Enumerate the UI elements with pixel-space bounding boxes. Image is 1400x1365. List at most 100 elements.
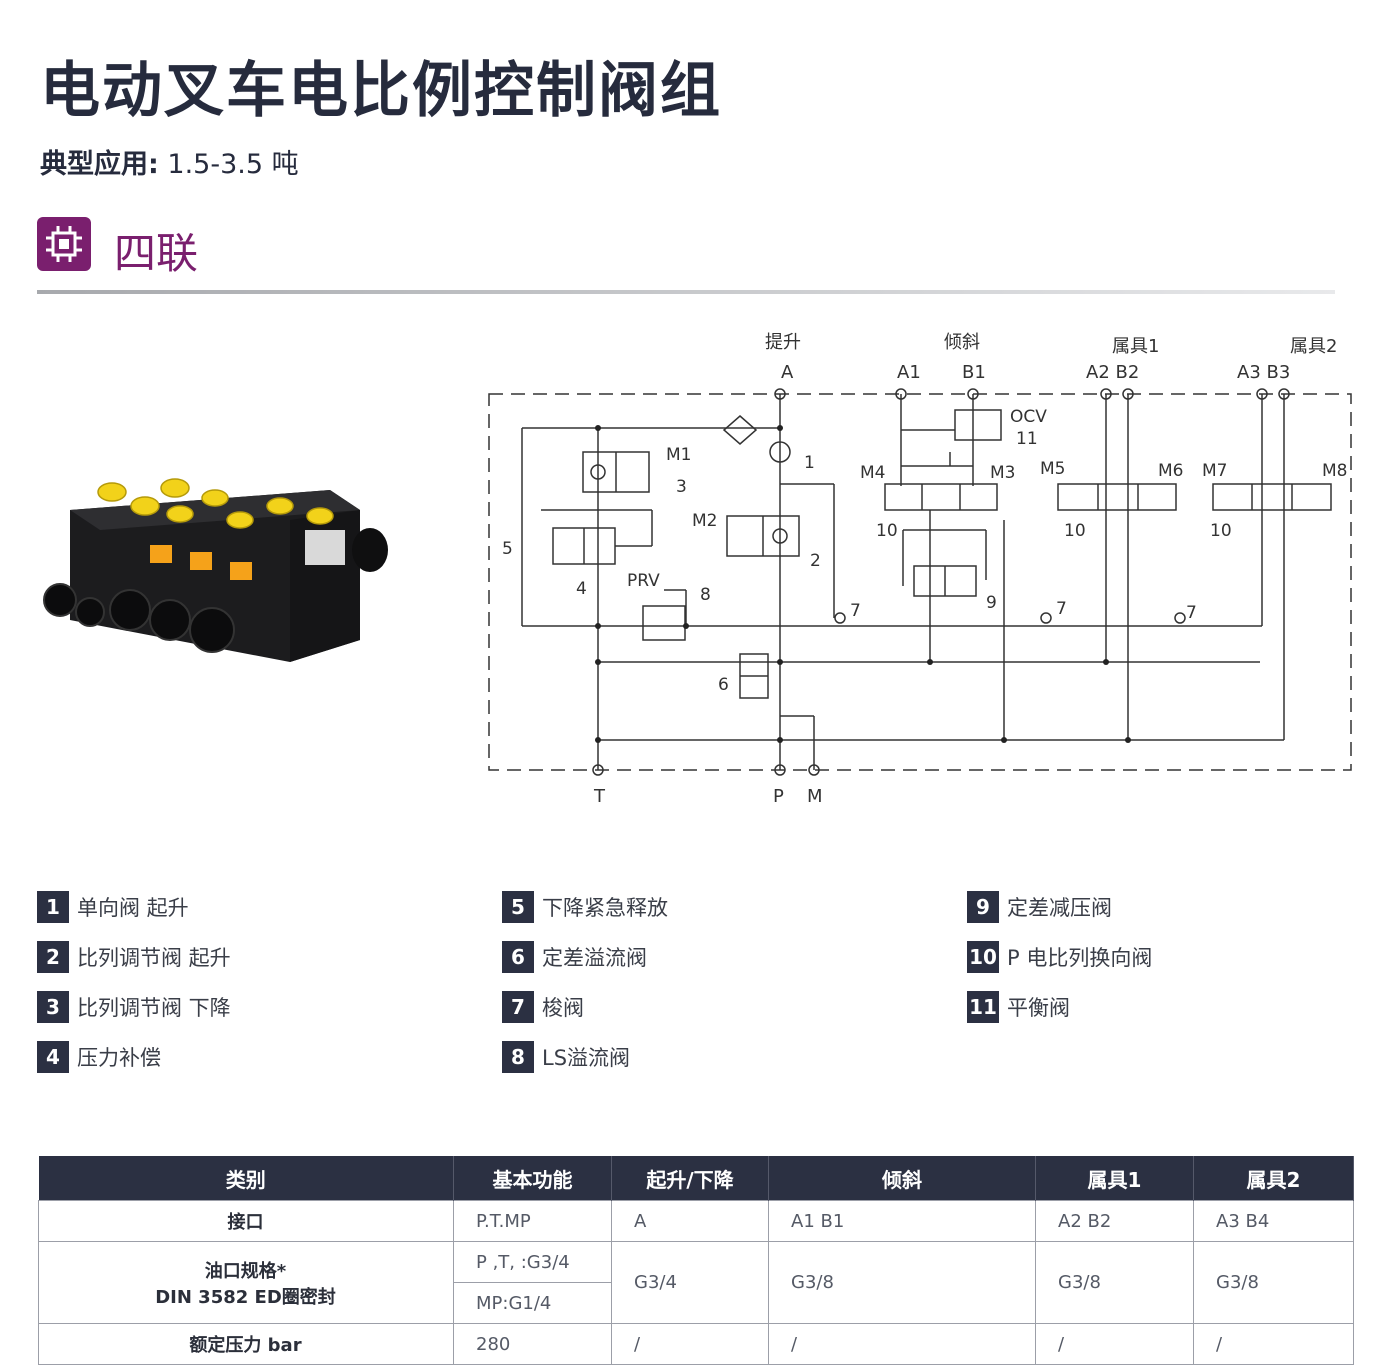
label-7-b: 7 xyxy=(1056,599,1067,619)
table-cell-line: 油口规格* xyxy=(204,1260,287,1282)
attach2-label: 属具2 xyxy=(1290,336,1337,357)
spec-table: 类别 基本功能 起升/下降 倾斜 属具1 属具2 接口 P.T.MP A A1 … xyxy=(38,1156,1354,1365)
table-cell: G3/8 xyxy=(1193,1241,1354,1324)
table-header: 基本功能 xyxy=(453,1156,612,1201)
legend-number: 1 xyxy=(37,891,69,923)
legend-item: 5 下降紧急释放 xyxy=(502,891,668,923)
legend-number: 6 xyxy=(502,941,534,973)
table-cell: A2 B2 xyxy=(1035,1200,1194,1242)
table-cell: G3/8 xyxy=(1035,1241,1194,1324)
attach1-label: 属具1 xyxy=(1112,336,1159,357)
label-7-a: 7 xyxy=(850,601,861,621)
label-3: 3 xyxy=(676,477,687,497)
label-1: 1 xyxy=(804,453,815,473)
legend-number: 7 xyxy=(502,991,534,1023)
table-cell: 接口 xyxy=(38,1200,454,1242)
legend-item: 1 单向阀 起升 xyxy=(37,891,189,923)
table-cell: MP:G1/4 xyxy=(453,1282,612,1324)
ocv-label: OCV xyxy=(1010,407,1047,427)
legend-number: 10 xyxy=(967,941,999,973)
legend-text: 定差减压阀 xyxy=(1007,896,1112,920)
legend-item: 10 P 电比列换向阀 xyxy=(967,941,1152,973)
legend-number: 2 xyxy=(37,941,69,973)
label-5: 5 xyxy=(502,539,513,559)
page-title: 电动叉车电比例控制阀组 xyxy=(40,56,722,126)
port-a1-label: A1 xyxy=(897,362,921,383)
label-m3: M3 xyxy=(990,463,1015,483)
table-cell: A1 B1 xyxy=(768,1200,1036,1242)
subtitle-value: 1.5-3.5 吨 xyxy=(167,149,299,180)
legend-number: 11 xyxy=(967,991,999,1023)
legend-number: 3 xyxy=(37,991,69,1023)
table-cell: 油口规格* DIN 3582 ED圈密封 xyxy=(38,1241,454,1324)
label-m7: M7 xyxy=(1202,461,1227,481)
label-10-c: 10 xyxy=(1210,521,1232,541)
table-header-row: 类别 基本功能 起升/下降 倾斜 属具1 属具2 xyxy=(38,1156,1354,1201)
legend-text: LS溢流阀 xyxy=(542,1046,631,1070)
valve-block-image xyxy=(43,478,388,662)
legend-item: 2 比列调节阀 起升 xyxy=(37,941,231,973)
legend-text: 比列调节阀 下降 xyxy=(77,996,231,1020)
label-6: 6 xyxy=(718,675,729,695)
legend-text: 比列调节阀 起升 xyxy=(77,946,231,970)
table-header: 起升/下降 xyxy=(611,1156,769,1201)
table-row: MP:G1/4 xyxy=(39,1282,1354,1324)
legend-text: 定差溢流阀 xyxy=(542,946,647,970)
table-cell: G3/4 xyxy=(611,1241,769,1324)
table-cell: P.T.MP xyxy=(453,1200,612,1242)
legend-text: 单向阀 起升 xyxy=(77,896,189,920)
label-11: 11 xyxy=(1016,429,1038,449)
port-p-label: P xyxy=(773,786,784,807)
legend-text: 下降紧急释放 xyxy=(542,896,668,920)
table-header: 倾斜 xyxy=(768,1156,1036,1201)
legend-text: 压力补偿 xyxy=(77,1046,161,1070)
label-prv: PRV xyxy=(627,571,660,591)
legend-text: 平衡阀 xyxy=(1007,996,1070,1020)
port-m-label: M xyxy=(807,786,823,807)
legend-number: 5 xyxy=(502,891,534,923)
legend-item: 9 定差减压阀 xyxy=(967,891,1112,923)
label-4: 4 xyxy=(576,579,587,599)
label-m1: M1 xyxy=(666,445,691,465)
table-cell: P ,T, :G3/4 xyxy=(453,1241,612,1283)
label-m4: M4 xyxy=(860,463,885,483)
port-a2b2-label: A2 B2 xyxy=(1086,362,1139,383)
legend-item: 7 梭阀 xyxy=(502,991,584,1023)
chip-icon xyxy=(37,217,91,271)
table-cell: G3/8 xyxy=(768,1241,1036,1324)
table-header: 属具2 xyxy=(1193,1156,1354,1201)
table-header: 类别 xyxy=(38,1156,454,1201)
table-header: 属具1 xyxy=(1035,1156,1194,1201)
lift-label: 提升 xyxy=(765,332,801,353)
legend-number: 9 xyxy=(967,891,999,923)
label-10-b: 10 xyxy=(1064,521,1086,541)
table-cell: 280 xyxy=(453,1323,612,1365)
legend-item: 11 平衡阀 xyxy=(967,991,1070,1023)
hydraulic-schematic: 提升 A 倾斜 A1 B1 属具1 A2 B2 属具2 A3 B3 T P M … xyxy=(488,332,1352,807)
table-cell: 额定压力 bar xyxy=(38,1323,454,1365)
port-b1-label: B1 xyxy=(962,362,986,383)
table-cell: A xyxy=(611,1200,769,1242)
label-7-c: 7 xyxy=(1186,603,1197,623)
label-10-a: 10 xyxy=(876,521,898,541)
table-row: 接口 P.T.MP A A1 B1 A2 B2 A3 B4 xyxy=(38,1200,1354,1242)
table-cell: / xyxy=(1035,1323,1194,1365)
label-m2: M2 xyxy=(692,511,717,531)
table-cell: A3 B4 xyxy=(1193,1200,1354,1242)
table-row: 额定压力 bar 280 / / / / xyxy=(38,1323,1354,1365)
table-row: 油口规格* DIN 3582 ED圈密封 P ,T, :G3/4 G3/4 G3… xyxy=(38,1241,1354,1324)
label-8: 8 xyxy=(700,585,711,605)
legend-item: 3 比列调节阀 下降 xyxy=(37,991,231,1023)
legend-text: P 电比列换向阀 xyxy=(1007,946,1153,970)
table-cell: / xyxy=(768,1323,1036,1365)
section-title: 四联 xyxy=(114,229,199,278)
page-subtitle: 典型应用: 1.5-3.5 吨 xyxy=(40,142,299,181)
legend-number: 8 xyxy=(502,1041,534,1073)
label-2: 2 xyxy=(810,551,821,571)
port-a-label: A xyxy=(781,362,794,383)
legend-text: 梭阀 xyxy=(542,996,584,1020)
table-cell: / xyxy=(1193,1323,1354,1365)
port-t-label: T xyxy=(593,786,606,807)
table-cell-line: DIN 3582 ED圈密封 xyxy=(155,1286,336,1308)
label-m6: M6 xyxy=(1158,461,1183,481)
